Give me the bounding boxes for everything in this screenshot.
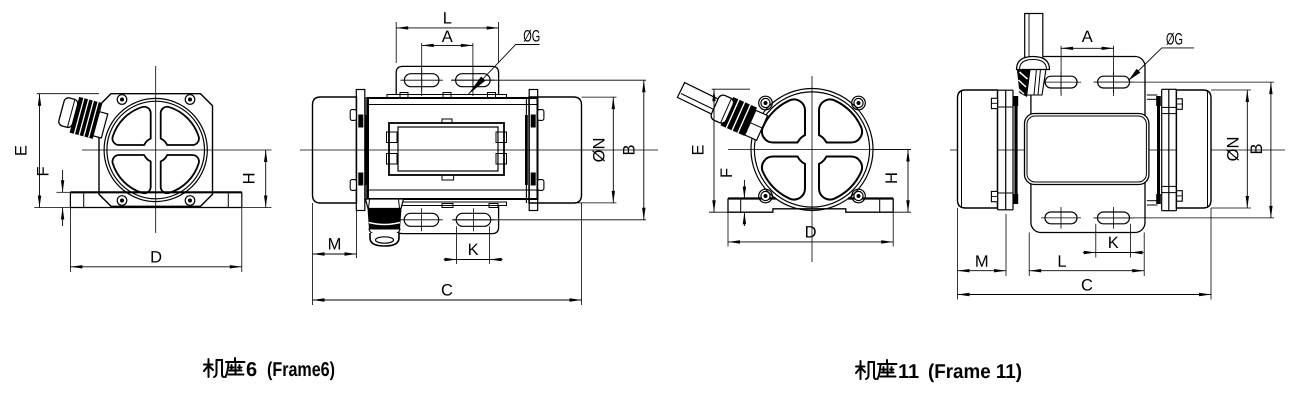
svg-text:(Frame6): (Frame6)	[267, 359, 335, 381]
svg-text:D: D	[150, 248, 162, 266]
svg-text:L: L	[443, 9, 452, 27]
svg-text:(Frame 11): (Frame 11)	[928, 361, 1022, 383]
svg-text:F: F	[35, 166, 53, 176]
svg-text:F: F	[718, 168, 736, 178]
svg-text:E: E	[13, 145, 31, 156]
svg-text:B: B	[1248, 143, 1266, 154]
svg-text:11: 11	[898, 361, 919, 383]
svg-text:E: E	[690, 144, 708, 155]
svg-text:C: C	[1081, 276, 1093, 294]
svg-text:L: L	[1057, 253, 1066, 271]
svg-text:K: K	[468, 241, 479, 259]
svg-text:ØN: ØN	[591, 138, 609, 163]
svg-text:6: 6	[246, 359, 257, 381]
svg-text:M: M	[975, 253, 989, 271]
svg-text:B: B	[621, 144, 639, 155]
svg-text:ØG: ØG	[1166, 30, 1183, 48]
svg-text:H: H	[883, 172, 901, 184]
svg-text:ØN: ØN	[1225, 137, 1243, 162]
svg-text:C: C	[441, 281, 453, 299]
svg-text:ØG: ØG	[523, 27, 540, 45]
svg-text:M: M	[328, 235, 342, 253]
svg-text:A: A	[442, 28, 453, 46]
svg-text:A: A	[1082, 28, 1093, 46]
svg-text:D: D	[805, 223, 817, 241]
svg-text:K: K	[1108, 234, 1119, 252]
svg-text:H: H	[241, 172, 259, 184]
